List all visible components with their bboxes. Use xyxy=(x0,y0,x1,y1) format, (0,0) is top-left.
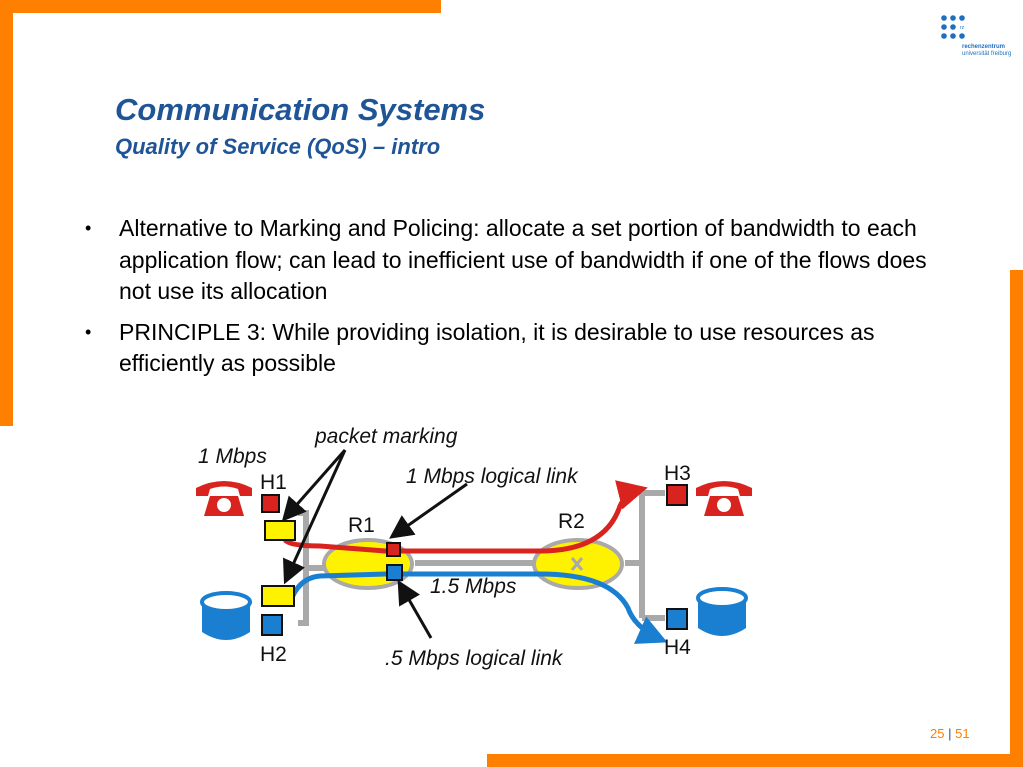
page-total: 51 xyxy=(955,726,970,741)
page-number: 25 | 51 xyxy=(930,726,970,741)
logo-text: rechenzentrum universität freiburg xyxy=(962,44,1011,58)
bullet-text: PRINCIPLE 3: While providing isolation, … xyxy=(119,318,875,377)
page-separator: | xyxy=(948,726,952,741)
logo-rz: rz xyxy=(960,25,965,31)
router-r2-mark xyxy=(570,557,584,571)
node-r2: R2 xyxy=(558,510,585,533)
marker-box-h2 xyxy=(261,585,295,607)
database-icon xyxy=(696,587,748,636)
slide-subtitle: Quality of Service (QoS) – intro xyxy=(115,134,441,159)
label-1-5-mbps: 1.5 Mbps xyxy=(430,575,517,598)
bullet-icon: • xyxy=(85,321,92,342)
node-h1: H1 xyxy=(260,471,287,494)
bottom-accent-bar xyxy=(487,754,1023,767)
slide-title: Communication Systems xyxy=(115,92,486,127)
node-h4: H4 xyxy=(664,636,691,659)
page-current: 25 xyxy=(930,726,945,741)
label-1-mbps-logical-link: 1 Mbps logical link xyxy=(406,465,579,488)
phone-icon xyxy=(696,481,752,516)
bullet-list: • Alternative to Marking and Policing: a… xyxy=(82,213,942,389)
node-h2: H2 xyxy=(260,643,287,666)
bullet-text: Alternative to Marking and Policing: all… xyxy=(119,215,927,304)
logo-line2: universität freiburg xyxy=(962,51,1012,57)
bullet-item: • PRINCIPLE 3: While providing isolation… xyxy=(82,317,942,380)
host-h2-blue xyxy=(261,614,283,636)
phone-icon xyxy=(196,481,252,516)
host-h3-red xyxy=(666,484,688,506)
top-accent-bar xyxy=(0,0,441,13)
left-accent-bar xyxy=(0,0,13,426)
bullet-icon: • xyxy=(85,218,92,238)
marked-packet-blue xyxy=(386,564,403,581)
qos-network-diagram: packet marking 1 Mbps 1 Mbps logical lin… xyxy=(196,425,752,670)
label-1-mbps: 1 Mbps xyxy=(198,445,267,468)
red-flow-path xyxy=(283,480,648,554)
marked-packet-red xyxy=(386,542,401,557)
university-logo: rz xyxy=(941,15,965,39)
right-accent-bar xyxy=(1010,270,1023,767)
marker-box-h1 xyxy=(264,520,296,541)
label-05-mbps-logical-link: .5 Mbps logical link xyxy=(385,647,564,670)
node-r1: R1 xyxy=(348,514,375,537)
annotation-arrows xyxy=(281,449,468,639)
bullet-item: • Alternative to Marking and Policing: a… xyxy=(82,213,942,308)
logo-line1: rechenzentrum xyxy=(962,44,1006,50)
host-h1-red xyxy=(261,494,280,513)
label-packet-marking: packet marking xyxy=(314,425,458,448)
node-h3: H3 xyxy=(664,462,691,485)
database-icon xyxy=(200,591,252,640)
host-h4-blue xyxy=(666,608,688,630)
